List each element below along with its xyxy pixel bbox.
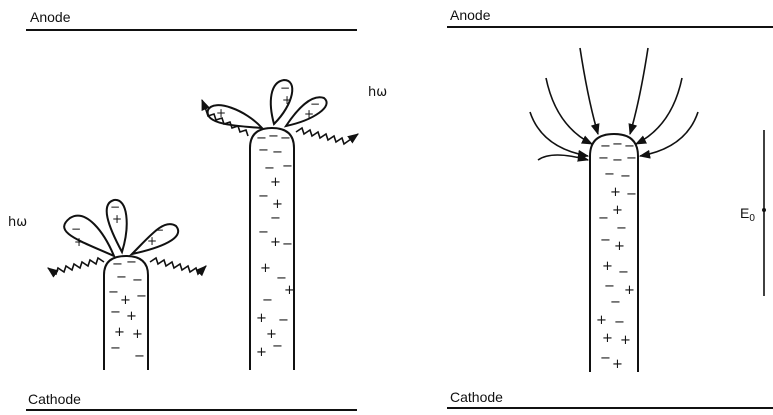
charge-minus: −: [612, 153, 623, 168]
field-line: [580, 48, 598, 134]
charge-plus: +: [270, 235, 281, 250]
charge-minus: −: [116, 270, 127, 285]
charge-minus: −: [132, 273, 143, 288]
charge-plus: +: [260, 261, 271, 276]
charge-minus: −: [282, 159, 293, 174]
lobe-charge-plus: +: [112, 212, 122, 226]
charge-plus: +: [624, 283, 635, 298]
charge-minus: −: [278, 313, 289, 328]
charge-minus: −: [626, 151, 637, 166]
charge-plus: +: [114, 325, 125, 340]
charge-minus: −: [136, 289, 147, 304]
field-line: [640, 112, 698, 156]
charge-minus: −: [268, 129, 279, 144]
right-panel: Anode Cathode E0 − − − − − − − −: [447, 7, 773, 408]
charge-plus: +: [256, 345, 267, 360]
charge-minus: −: [612, 137, 623, 152]
lobe-charge-plus: +: [74, 235, 84, 249]
lobe-charge-plus: +: [304, 107, 314, 121]
cathode-label-left: Cathode: [28, 391, 81, 407]
field-line: [630, 48, 648, 134]
charge-minus: −: [134, 349, 145, 364]
charge-minus: −: [280, 131, 291, 146]
charge-plus: +: [126, 309, 137, 324]
charge-minus: −: [618, 265, 629, 280]
short-streamer-charges: − − − − − + − − + + + − −: [108, 255, 147, 364]
charge-minus: −: [126, 255, 137, 270]
anode-label-left: Anode: [30, 9, 71, 25]
photon-emission: [48, 258, 104, 274]
charge-plus: +: [272, 197, 283, 212]
field-label: E0: [740, 205, 755, 224]
charge-minus: −: [598, 151, 609, 166]
charge-plus: +: [612, 203, 623, 218]
charge-plus: +: [620, 333, 631, 348]
charge-minus: −: [282, 237, 293, 252]
photon-emission: [296, 128, 358, 144]
charge-plus: +: [120, 293, 131, 308]
charge-minus: −: [272, 339, 283, 354]
field-line: [546, 78, 592, 144]
photon-emission: [150, 258, 206, 274]
charge-minus: −: [616, 221, 627, 236]
lobe-charge-plus: +: [282, 93, 292, 107]
charge-minus: −: [604, 279, 615, 294]
charge-plus: +: [270, 175, 281, 190]
lobe-charge-minus: −: [71, 222, 81, 236]
lobe-charge-plus: +: [147, 234, 157, 248]
charge-minus: −: [264, 161, 275, 176]
charge-plus: +: [596, 313, 607, 328]
right-streamer-charges: − − − − − − − − + − + − − − + + − − + − …: [596, 137, 637, 372]
field-line: [636, 78, 682, 144]
photon-label-right: hω: [368, 85, 387, 100]
charge-minus: −: [110, 305, 121, 320]
charge-minus: −: [262, 293, 273, 308]
field-line: [538, 155, 588, 160]
charge-plus: +: [610, 185, 621, 200]
charge-plus: +: [132, 327, 143, 342]
cathode-label-right: Cathode: [450, 389, 503, 405]
tall-streamer-charges: − − − − − − − + − + − − + − + − + − + − …: [256, 129, 295, 360]
charge-minus: −: [600, 351, 611, 366]
charge-plus: +: [612, 357, 623, 372]
charge-minus: −: [598, 211, 609, 226]
charge-plus: +: [256, 311, 267, 326]
charge-plus: +: [602, 259, 613, 274]
charge-minus: −: [110, 341, 121, 356]
charge-plus: +: [614, 239, 625, 254]
charge-minus: −: [258, 143, 269, 158]
charge-minus: −: [270, 211, 281, 226]
charge-minus: −: [108, 285, 119, 300]
charge-minus: −: [626, 187, 637, 202]
left-panel: Anode Cathode hω hω − + − + − + + − + −: [8, 9, 387, 410]
charge-plus: +: [284, 283, 295, 298]
anode-label-right: Anode: [450, 7, 491, 23]
charge-minus: −: [620, 169, 631, 184]
charge-minus: −: [614, 315, 625, 330]
field-indicator-dot: [762, 208, 766, 212]
charge-minus: −: [604, 167, 615, 182]
field-line: [530, 112, 588, 156]
photon-label-left: hω: [8, 215, 27, 230]
charge-minus: −: [258, 189, 269, 204]
charge-minus: −: [610, 295, 621, 310]
charge-minus: −: [272, 145, 283, 160]
charge-minus: −: [258, 225, 269, 240]
charge-minus: −: [600, 233, 611, 248]
lobe-charge-plus: +: [216, 106, 226, 120]
charge-plus: +: [602, 331, 613, 346]
